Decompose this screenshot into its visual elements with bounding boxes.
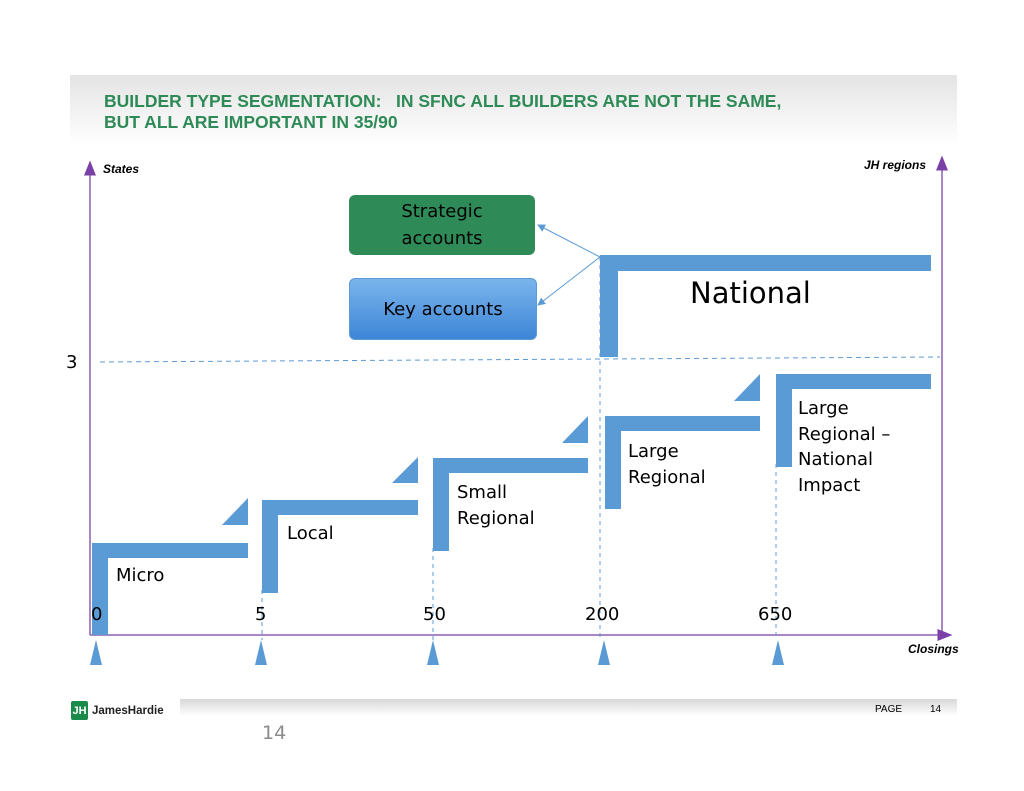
steps: [90, 255, 931, 665]
step-lr-national: [776, 374, 931, 467]
y-mark: 3: [66, 352, 78, 373]
logo: JH JamesHardie: [71, 701, 164, 720]
label-lr-national: Large Regional – National Impact: [798, 398, 891, 496]
label-micro: Micro: [116, 565, 165, 586]
step-large-regional: [605, 416, 760, 509]
slide-title: BUILDER TYPE SEGMENTATION: IN SFNC ALL B…: [104, 91, 781, 133]
threshold-line: [99, 356, 941, 363]
step-national: [600, 255, 931, 357]
step-triangle: [734, 374, 760, 401]
header-band: [70, 75, 957, 145]
y-right-label: JH regions: [864, 158, 927, 172]
title-line-2: BUT ALL ARE IMPORTANT IN 35/90: [104, 112, 398, 132]
label-small-regional: Small Regional: [457, 482, 535, 529]
page-number: 14: [930, 704, 942, 715]
page-label: PAGE: [875, 704, 903, 715]
tick-marker: [255, 640, 267, 665]
tick-marker: [598, 640, 610, 665]
step-triangle: [392, 457, 418, 483]
x-tick: 50: [423, 604, 446, 625]
arrow-strategic: [537, 224, 601, 258]
step-triangle: [222, 498, 248, 525]
arrow-key: [537, 256, 601, 306]
step-micro: [92, 543, 248, 635]
y-left-label: States: [103, 162, 140, 176]
step-local: [262, 500, 418, 593]
step-small-regional: [433, 458, 588, 551]
tick-marker: [90, 640, 102, 665]
tick-dashed-lines: [261, 257, 777, 640]
x-tick: 650: [758, 604, 793, 625]
title-line-1: BUILDER TYPE SEGMENTATION: IN SFNC ALL B…: [104, 91, 782, 111]
key-accounts-box: Key accounts: [349, 278, 537, 340]
step-triangle: [562, 416, 588, 443]
logo-mark-icon: JH: [71, 701, 88, 720]
footer-band: [180, 699, 957, 716]
strategic-accounts-box: Strategic accounts: [349, 195, 535, 255]
logo-text: JamesHardie: [92, 704, 164, 717]
label-local: Local: [287, 523, 334, 544]
label-national: National: [690, 276, 811, 310]
x-tick: 5: [255, 604, 267, 625]
tick-marker: [427, 640, 439, 665]
x-label: Closings: [908, 642, 959, 656]
x-tick: 200: [585, 604, 620, 625]
slide-number: 14: [262, 722, 287, 744]
tick-marker: [772, 640, 784, 665]
label-large-regional: Large Regional: [628, 441, 706, 488]
x-tick: 0: [91, 604, 103, 625]
